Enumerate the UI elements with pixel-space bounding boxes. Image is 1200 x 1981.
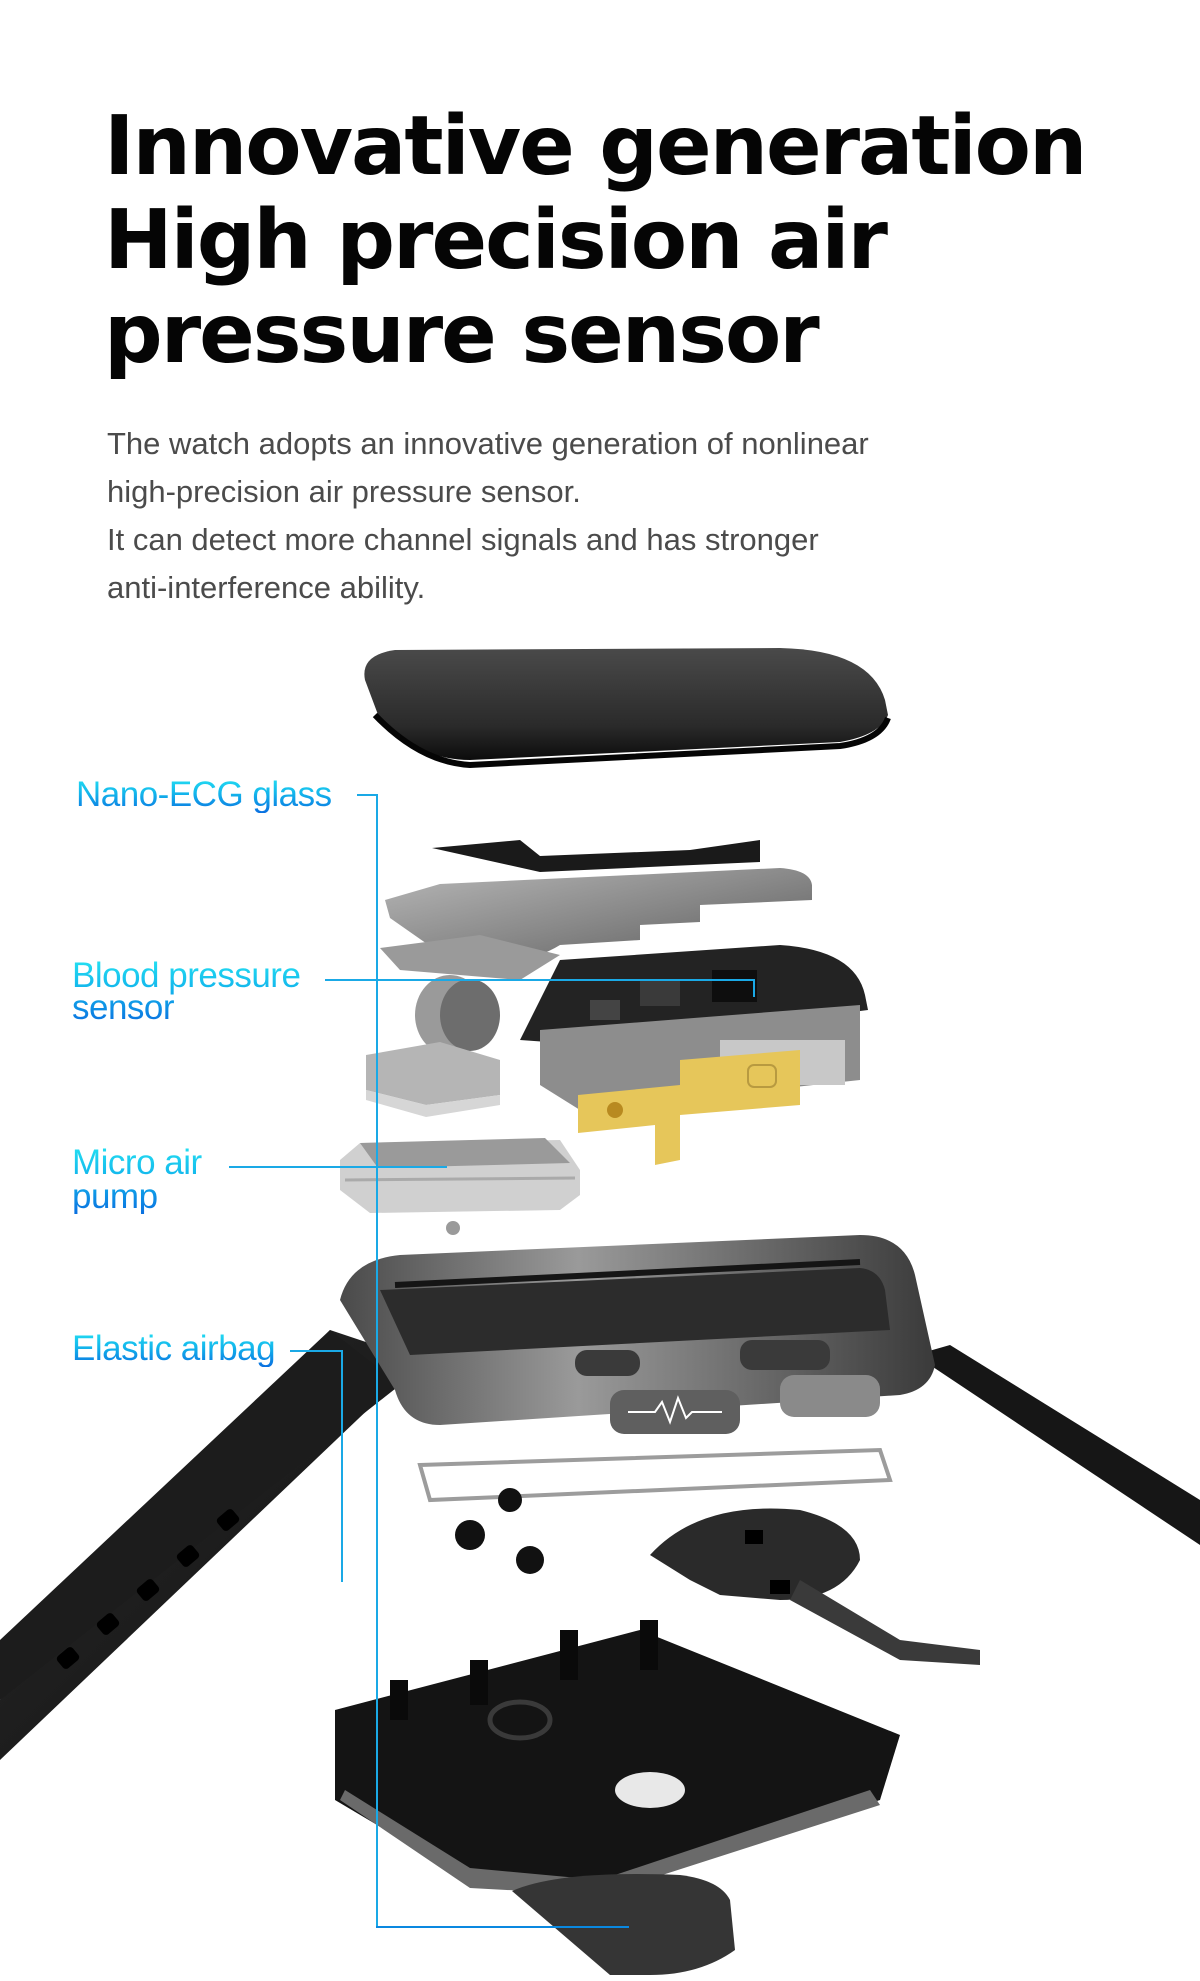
leader-elastic-airbag xyxy=(290,1350,342,1352)
headline: Innovative generation High precision air… xyxy=(104,99,1087,382)
leader-nano-ecg xyxy=(357,794,378,796)
callout-micro-air-pump: Micro air pump xyxy=(72,1146,202,1214)
description-line-3: It can detect more channel signals and h… xyxy=(107,522,819,557)
gold-flex-contact xyxy=(578,1050,800,1165)
leader-vertical-main xyxy=(376,794,378,1928)
description-line-1: The watch adopts an innovative generatio… xyxy=(107,426,869,461)
callout-nano-ecg-glass: Nano-ECG glass xyxy=(76,777,332,813)
callout-elastic-airbag-text: Elastic airbag xyxy=(72,1329,276,1368)
sensor-pcb xyxy=(417,1447,980,1665)
callout-blood-pressure-line2: sensor xyxy=(72,988,175,1027)
description-line-2: high-precision air pressure sensor. xyxy=(107,474,581,509)
callout-micro-air-pump-line2: pump xyxy=(72,1177,158,1216)
description: The watch adopts an innovative generatio… xyxy=(107,420,869,612)
headline-line-2: High precision air xyxy=(104,193,888,288)
watch-strap-left xyxy=(0,1330,420,1760)
headline-line-1: Innovative generation xyxy=(104,99,1087,194)
headline-line-3: pressure sensor xyxy=(104,287,820,382)
exploded-watch-illustration xyxy=(0,648,1200,1975)
callout-nano-ecg-glass-text: Nano-ECG glass xyxy=(76,775,332,814)
leader-micro-pump xyxy=(229,1166,447,1168)
description-line-4: anti-interference ability. xyxy=(107,570,426,605)
glass-panel xyxy=(364,648,891,769)
metal-bracket xyxy=(380,840,812,980)
leader-bottom-horizontal xyxy=(376,1926,629,1928)
bottom-housing xyxy=(335,1620,900,1895)
leader-blood-pressure xyxy=(325,979,755,981)
leader-elastic-airbag-drop xyxy=(341,1350,343,1582)
leader-blood-pressure-drop xyxy=(753,979,755,997)
airbag-disc xyxy=(512,1874,735,1975)
callout-elastic-airbag: Elastic airbag xyxy=(72,1331,275,1367)
callout-micro-air-pump-line1: Micro air xyxy=(72,1143,202,1182)
watch-strap-right xyxy=(915,1345,1200,1545)
watch-case-frame xyxy=(340,1235,935,1434)
callout-blood-pressure-sensor: Blood pressure sensor xyxy=(72,960,300,1024)
micro-air-pump xyxy=(340,1138,580,1235)
